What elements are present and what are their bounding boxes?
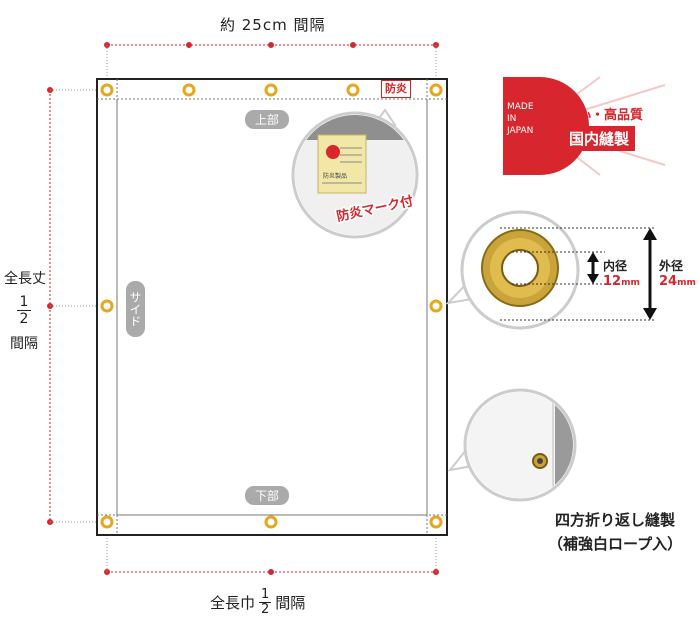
hem-caption: 四方折り返し縫製 （補強白ロープ入）: [548, 508, 682, 556]
outer-diameter-unit: mm: [677, 278, 696, 288]
bottom-spacing-label: 全長巾 1 2 間隔: [210, 588, 305, 617]
made-in-japan-text: MADE IN JAPAN: [507, 101, 534, 137]
bottom-spacing-den: 2: [261, 602, 270, 617]
top-dimension: [104, 42, 439, 80]
grommet-detail-callout: [445, 210, 657, 330]
left-spacing-label: 全長丈 1 2 間隔: [4, 268, 46, 353]
grommet: [429, 515, 443, 529]
left-dimension: [47, 87, 97, 525]
caption-line-2: （補強白ロープ入）: [548, 535, 683, 553]
left-spacing-den: 2: [19, 311, 29, 327]
outer-diameter-label: 外径: [659, 259, 684, 273]
side-tag: サイド: [126, 281, 145, 337]
caption-line-1: 四方折り返し縫製: [555, 511, 676, 529]
bottom-spacing-num: 1: [259, 587, 272, 603]
left-spacing-num: 1: [17, 294, 31, 311]
top-spacing-label: 約 25cm 間隔: [220, 16, 326, 34]
badge-text-2: 国内縫製: [563, 126, 636, 151]
bottom-spacing-prefix: 全長巾: [210, 594, 256, 612]
inner-diameter-unit: mm: [621, 278, 640, 288]
grommet: [100, 83, 114, 97]
grommet: [100, 299, 114, 313]
bottom-dimension: [104, 535, 439, 575]
made-line-1: MADE: [507, 102, 534, 112]
grommet: [264, 515, 278, 529]
top-tag: 上部: [245, 110, 290, 129]
outer-diameter-value: 24: [659, 274, 678, 289]
fire-label-callout: 防炎製品 防炎マーク付: [291, 108, 419, 239]
grommet: [100, 515, 114, 529]
badge-text-1: 安心・高品質: [565, 108, 644, 123]
made-line-3: JAPAN: [507, 126, 534, 136]
fire-tag: 防炎: [381, 80, 411, 98]
inner-diameter-label: 内径: [603, 259, 628, 273]
grommet: [264, 83, 278, 97]
inner-diameter-value: 12: [603, 274, 622, 289]
grommet: [429, 83, 443, 97]
left-spacing-bottom: 間隔: [10, 336, 38, 352]
inner-diameter: 内径 12mm: [603, 258, 640, 291]
grommet: [346, 83, 360, 97]
left-spacing-top: 全長丈: [4, 271, 46, 287]
outer-diameter: 外径 24mm: [659, 258, 696, 291]
grommet: [429, 299, 443, 313]
made-line-2: IN: [507, 114, 517, 124]
hem-detail-callout: [447, 388, 577, 502]
bottom-tag: 下部: [245, 486, 290, 505]
grommets: [100, 83, 443, 529]
fire-label-product: 防炎製品: [323, 172, 347, 180]
fire-mark-logo-icon: [326, 145, 340, 159]
grommet: [182, 83, 196, 97]
bottom-spacing-suffix: 間隔: [275, 594, 306, 612]
